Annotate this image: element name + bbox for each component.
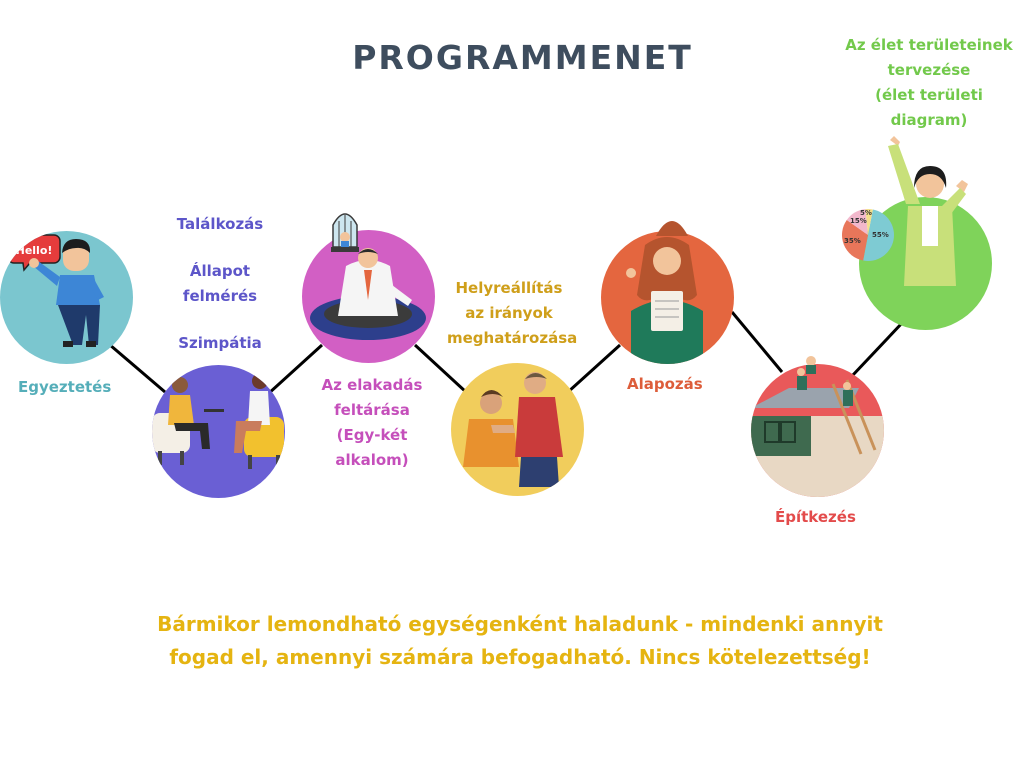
- step-helyreallitas-label: Helyreállítás az irányok meghatározása: [447, 276, 578, 351]
- pie-label-55: 55%: [872, 231, 889, 239]
- step-elakadas-label: Az elakadás feltárása (Egy-két alkalom): [312, 373, 432, 473]
- step-elakadas-line-2: feltárása: [334, 401, 410, 419]
- construction-illustration: [751, 368, 884, 497]
- pie-label-15: 15%: [850, 217, 867, 225]
- step-talalkozas-line-4: Szimpátia: [178, 334, 262, 352]
- step-alapozas-label: Alapozás: [627, 375, 703, 393]
- step-elakadas-line-1: Az elakadás: [321, 376, 423, 394]
- step-elakadas-circle: [302, 230, 435, 363]
- pie-slice-55: [863, 209, 894, 261]
- pie-label-35: 35%: [844, 237, 861, 245]
- happy-woman-illustration: [880, 136, 970, 286]
- step-tervezes-label: Az élet területeinek tervezése (élet ter…: [840, 33, 1018, 133]
- step-epitkezes-label: Építkezés: [775, 508, 856, 526]
- step-tervezes-line-3: (élet területi: [875, 86, 983, 104]
- step-talalkozas-line-3: felmérés: [182, 287, 258, 305]
- hello-bubble-text: Hello!: [16, 244, 53, 257]
- step-tervezes-line-4: diagram): [890, 111, 968, 129]
- pie-label-5: 5%: [860, 209, 872, 217]
- step-helyreallitas-line-2: az irányok: [465, 304, 553, 322]
- stuck-man-illustration: [310, 248, 426, 340]
- bottom-note-line-2: fogad el, amennyi számára befogadható. N…: [169, 645, 871, 669]
- bottom-note-line-1: Bármikor lemondható egységenként haladun…: [157, 612, 883, 636]
- step-egyeztetes-label: Egyeztetés: [18, 378, 112, 396]
- step-tervezes-line-2: tervezése: [887, 61, 971, 79]
- step-egyeztetes-circle: Hello!: [0, 231, 133, 364]
- step-talalkozas-line-2: Állapot: [189, 262, 251, 280]
- step-epitkezes-circle: [751, 364, 884, 497]
- two-men-illustration: [463, 372, 563, 487]
- pie-slice-35: [842, 219, 868, 261]
- hello-speech-bubble: Hello!: [7, 234, 61, 272]
- woman-writing-illustration: [626, 237, 703, 364]
- step-alapozas-circle: [601, 231, 734, 364]
- step-helyreallitas-line-1: Helyreállítás: [455, 279, 563, 297]
- pie-slice-5: [865, 209, 873, 235]
- step-elakadas-line-3: (Egy-két: [336, 426, 408, 444]
- pie-slice-15: [846, 209, 868, 235]
- meeting-illustration: [152, 373, 284, 469]
- life-areas-pie-chart: 55% 35% 15% 5%: [842, 209, 894, 261]
- step-helyreallitas-line-3: meghatározása: [447, 329, 578, 347]
- step-tervezes-line-1: Az élet területeinek: [845, 36, 1013, 54]
- page-title: PROGRAMMENET: [352, 38, 693, 77]
- hello-boy-illustration: Hello!: [7, 234, 104, 347]
- step-talalkozas-line-1: Találkozás: [176, 215, 264, 233]
- construction-roofer-overflow: [797, 354, 827, 374]
- woman-writing-head-overflow: [652, 214, 692, 236]
- bottom-note: Bármikor lemondható egységenként haladun…: [150, 608, 890, 674]
- step-talalkozas-label: Találkozás Állapot felmérés Szimpátia: [165, 212, 275, 356]
- step-talalkozas-circle: [152, 365, 285, 498]
- birdcage-head-illustration: [329, 207, 361, 253]
- step-helyreallitas-circle: [451, 363, 584, 496]
- step-elakadas-line-4: alkalom): [335, 451, 409, 469]
